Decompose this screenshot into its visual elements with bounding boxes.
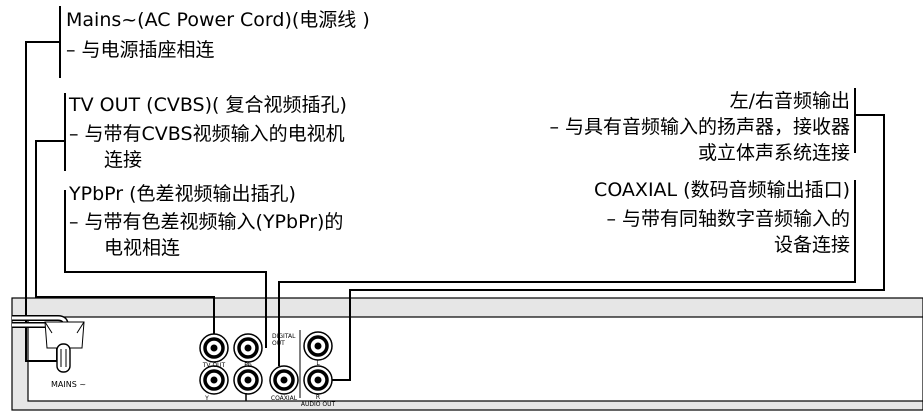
jack-pb[interactable]	[233, 333, 263, 363]
panel-inner-face	[27, 316, 923, 402]
jack-coaxial-label: COAXIAL	[271, 395, 298, 402]
mains-socket	[44, 321, 85, 373]
digital-out-label-1: DIGITAL	[272, 333, 296, 340]
jack-pb-label: Pb	[244, 362, 252, 369]
jack-coaxial[interactable]	[269, 365, 299, 395]
callout-coaxial-desc-2: 设备连接	[774, 234, 850, 256]
mains-label: MAINS ~	[51, 380, 86, 389]
leader-tvout	[35, 140, 215, 348]
audio-out-label: AUDIO OUT	[301, 401, 336, 408]
callout-tvout-title: TV OUT (CVBS)( 复合视频插孔)	[68, 94, 347, 116]
digital-out-label-2: OUT	[272, 340, 285, 347]
jack-pr[interactable]	[233, 365, 263, 395]
mains-plug	[56, 343, 71, 373]
callout-mains-desc: – 与电源插座相连	[66, 39, 215, 61]
leader-ypbpr	[64, 190, 267, 348]
jack-tvout[interactable]	[199, 333, 229, 363]
jack-r-label: R	[316, 394, 320, 401]
callout-ypbpr-desc-2: 电视相连	[104, 237, 180, 259]
callout-coaxial-title: COAXIAL (数码音频输出插口)	[594, 179, 850, 201]
jack-tvout-label: TV OUT	[202, 362, 226, 369]
jack-audio-l[interactable]	[303, 331, 333, 361]
callout-audio-title: 左/右音频输出	[730, 90, 850, 112]
callout-audio-desc-1: – 与具有音频输入的扬声器，接收器	[549, 116, 850, 138]
leader-mains	[25, 41, 60, 362]
jack-y[interactable]	[199, 365, 229, 395]
leader-lines	[25, 6, 885, 381]
jack-audio-r[interactable]	[303, 365, 333, 395]
leader-audio	[322, 114, 885, 381]
jack-l-label: L	[316, 360, 320, 367]
callout-mains-title: Mains~(AC Power Cord)(电源线 )	[66, 9, 370, 31]
callout-tvout-desc-1: – 与带有CVBS视频输入的电视机	[69, 123, 345, 145]
callout-ypbpr-desc-1: – 与带有色差视频输入(YPbPr)的	[69, 211, 343, 233]
callout-coaxial-desc-1: – 与带有同轴数字音频输入的	[606, 208, 850, 230]
callout-ypbpr-title: YPbPr (色差视频输出插孔)	[68, 183, 296, 205]
callout-audio-desc-2: 或立体声系统连接	[698, 142, 850, 164]
callout-tvout-desc-2: 连接	[104, 149, 142, 171]
jack-y-label: Y	[204, 395, 209, 402]
